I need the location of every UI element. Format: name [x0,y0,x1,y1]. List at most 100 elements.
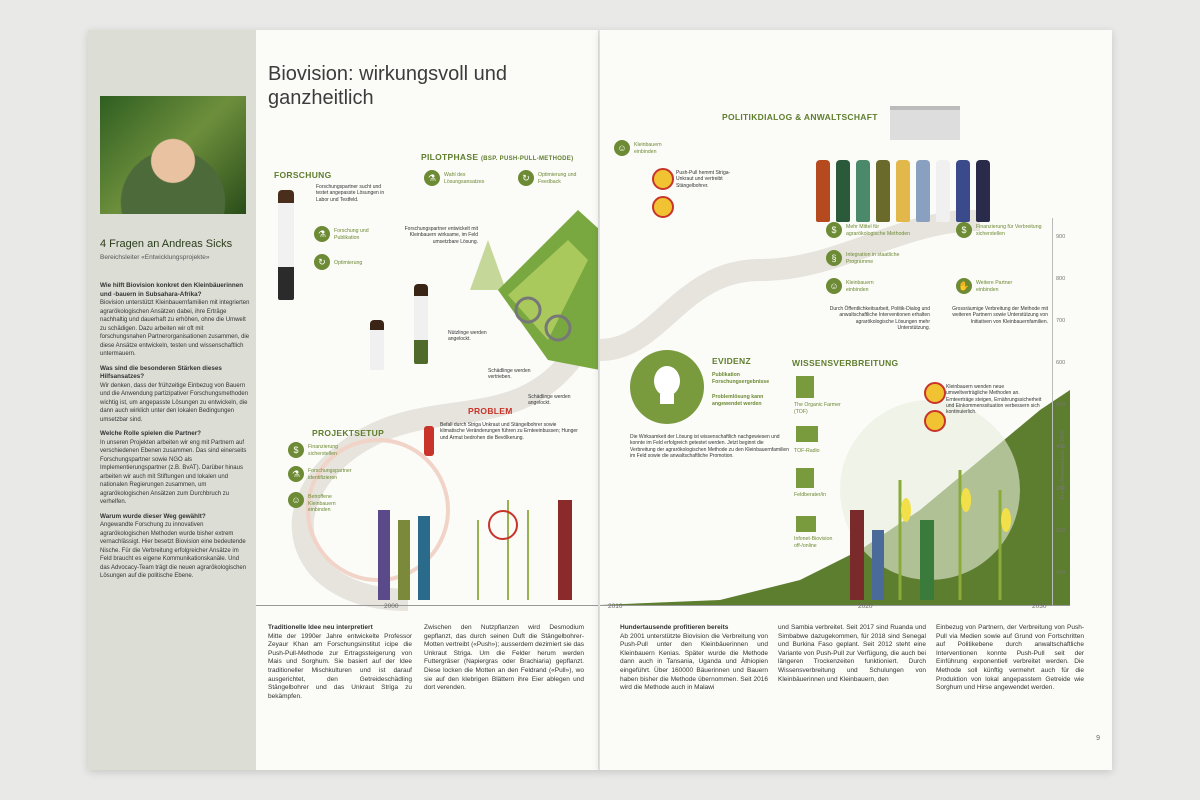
sidebar-title: 4 Fragen an Andreas Sicks [100,238,233,250]
answer: Wir denken, dass der frühzeitige Einbezu… [100,382,249,423]
pilot-note: Nützlinge werden angelockt. [448,330,487,343]
road-path-illustration [600,210,1070,605]
y-axis-ticks: 900 800 700 600 500 400 300 200 100 [1056,216,1065,594]
page-number: 9 [1096,735,1100,742]
y-tick: 500 [1056,402,1066,408]
person-figure [916,160,930,222]
section-title-forschung: FORSCHUNG [274,170,332,180]
column-text: Ab 2001 unterstützte Biovision die Verbr… [620,632,768,692]
timeline-year: 2030 [1032,603,1047,610]
farmer-figure [370,320,384,370]
forschung-item: Optimierung [334,260,363,266]
microscope-icon: ⚗ [314,226,330,242]
money-hand-icon: $ [288,442,304,458]
right-page: ☺ Kleinbauern einbinden Push-Pull hemmt … [600,30,1112,770]
setup-item: Betroffene Kleinbauern einbinden [308,494,336,513]
setup-item: Forschungspartner identifizieren [308,468,352,481]
microscope-icon: ⚗ [288,466,304,482]
person-figure [956,160,970,222]
answer: In unseren Projekten arbeiten wir eng mi… [100,439,247,506]
stemborer-prohibited-icon [924,410,946,432]
y-tick: 300 [1056,486,1066,492]
setup-item: Finanzierung sicherstellen [308,444,338,457]
researcher-figure [278,190,294,300]
column-text: Mitte der 1990er Jahre entwickelte Profe… [268,632,412,700]
pushpull-description: Push-Pull hemmt Striga-Unkraut und vertr… [676,170,731,189]
person-figure [816,160,830,222]
timeline-year: 2020 [858,603,873,610]
parliament-building-icon [890,106,960,140]
person-figure [976,160,990,222]
text-column: und Sambia verbreitet. Seit 2017 sind Ru… [778,624,926,684]
question: Warum wurde dieser Weg gewählt? [100,512,206,520]
forschung-item: Forschung und Publikation [334,228,369,241]
y-tick: 900 [1056,234,1066,240]
politik-description: Durch Öffentlichkeitsarbeit, Politik-Dia… [829,306,930,331]
y-tick: 400 [1056,444,1066,450]
y-tick: 600 [1056,360,1066,366]
pilotphase-title-sub: (BSP. PUSH-PULL-METHODE) [480,156,574,162]
person-figure [936,160,950,222]
farmers-icon: ☺ [288,492,304,508]
timeline-axis [600,605,1070,606]
text-column: Traditionelle Idee neu interpretiert Mit… [268,624,412,701]
pilot-item: Optimierung und Feedback [538,172,577,185]
column-heading: Hundertausende profitieren bereits [620,624,729,631]
striga-plant-icon [424,426,434,456]
y-axis-label-text: Anzahl Anwendende in 1000 [1060,430,1066,500]
text-column: Einbezug von Partnern, der Verbreitung v… [936,624,1084,693]
handshake-icon: ✋ [956,278,972,294]
farmers-icon: ☺ [614,140,630,156]
person-figure [876,160,890,222]
crop-field-illustration [498,210,600,370]
section-title-politikdialog: POLITIKDIALOG & ANWALTSCHAFT [722,112,878,122]
politik-item: Finanzierung für Verbreitung sicherstell… [976,224,1042,237]
wissen-description: Kleinbauern wenden neue umweltverträglic… [946,384,1042,416]
sidebar-subtitle: Bereichsleiter «Entwicklungsprojekte» [100,254,210,261]
harvest-illustration [850,470,1011,600]
y-tick: 100 [1056,570,1066,576]
column-text: Zwischen den Nutzpflanzen wird Desmodium… [424,624,584,692]
column-text: und Sambia verbreitet. Seit 2017 sind Ru… [778,624,926,683]
pilot-item: Wahl des Lösungsansatzes [444,172,485,185]
y-tick: 700 [1056,318,1066,324]
politik-item: Kleinbauern einbinden [846,280,874,293]
text-column: Hundertausende profitieren bereits Ab 20… [620,624,768,693]
pilot-description: Forschungspartner entwickelt mit Kleinba… [404,226,478,245]
evidenz-description: Die Wirksamkeit der Lösung ist wissensch… [630,434,789,459]
politik-description: Grossräumige Verbreitung der Methode mit… [952,306,1048,325]
cycle-icon: ↻ [314,254,330,270]
researcher-figure [414,284,428,364]
wissen-item: The Organic Farmer (TOF) [794,402,841,415]
y-tick: 200 [1056,528,1066,534]
wissen-item: TOF-Radio [794,448,820,454]
timeline-axis [256,605,600,606]
stakeholders-illustration [816,160,1036,222]
portrait-photo [100,96,246,214]
forschung-description: Forschungspartner sucht und testet angep… [316,184,385,203]
text-column: Zwischen den Nutzpflanzen wird Desmodium… [424,624,584,693]
problem-field-illustration [378,500,572,600]
section-title-evidenz: EVIDENZ [712,356,751,366]
sidebar-qa: Wie hilft Biovision konkret den Kleinbäu… [100,276,250,581]
pilot-note: Schädlinge werden vertrieben. [488,368,531,381]
politik-item: Weitere Partner einbinden [976,280,1013,293]
field-advisor-icon [796,468,814,488]
computer-icon [796,516,816,532]
evidenz-item: Publikation Forschungsergebnisse [712,372,770,385]
answer: Biovision unterstützt Kleinbauernfamilie… [100,300,250,357]
column-heading: Traditionelle Idee neu interpretiert [268,624,373,631]
money-hand-icon: $ [956,222,972,238]
pilot-note: Schädlinge werden angelockt. [528,394,571,407]
farmers-icon: ☺ [826,278,842,294]
pilotphase-title: PILOTPHASE [421,152,479,162]
section-title-pilotphase: PILOTPHASE (BSP. PUSH-PULL-METHODE) [421,152,573,162]
section-title-problem: PROBLEM [468,406,513,416]
section-title-wissensverbreitung: WISSENSVERBREITUNG [792,358,899,368]
person-figure [856,160,870,222]
page-headline: Biovision: wirkungsvoll und ganzheitlich [268,63,508,109]
question: Was sind die besonderen Stärken dieses H… [100,364,222,381]
evidenz-item: Problemlösung kann angewendet werden [712,394,764,407]
timeline-year: 2010 [608,603,623,610]
stemborer-prohibited-icon [652,196,674,218]
